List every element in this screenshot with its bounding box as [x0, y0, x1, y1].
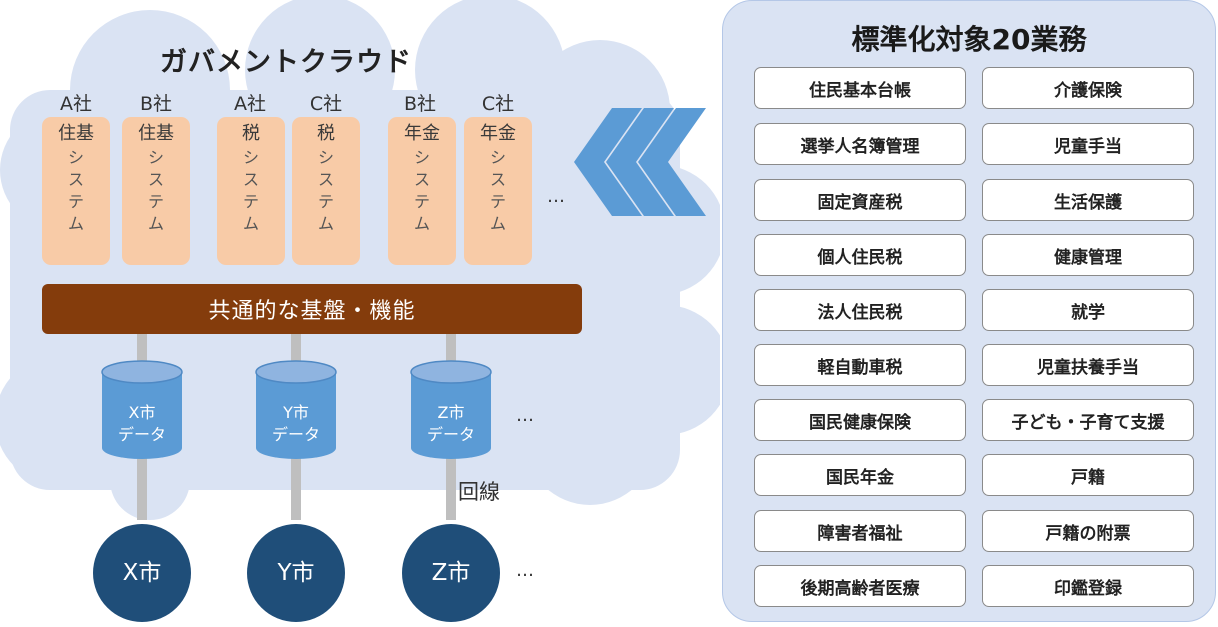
system-box: 住基 システム [122, 117, 190, 265]
system-suffix: システム [489, 148, 506, 233]
task-item: 障害者福祉 [754, 510, 966, 552]
task-item: 児童手当 [982, 123, 1194, 165]
database-city: Z市 [437, 403, 465, 422]
common-platform-bar: 共通的な基盤・機能 [42, 284, 582, 334]
system-suffix: システム [242, 148, 259, 233]
company-label: B社 [139, 93, 173, 115]
task-item: 国民年金 [754, 454, 966, 496]
system-name: 年金 [404, 123, 440, 144]
task-item: 印鑑登録 [982, 565, 1194, 607]
task-item: 法人住民税 [754, 289, 966, 331]
database-label-y: Y市 データ [254, 402, 338, 446]
database-x [101, 360, 183, 459]
system-box: 住基 システム [42, 117, 110, 265]
system-name: 税 [317, 123, 335, 144]
system-suffix: システム [147, 148, 164, 233]
system-suffix: システム [413, 148, 430, 233]
panel-title: 標準化対象20業務 [851, 23, 1087, 56]
task-item: 児童扶養手当 [982, 344, 1194, 386]
company-label: B社 [403, 93, 437, 115]
company-label: C社 [481, 93, 515, 115]
database-label-x: X市 データ [100, 402, 184, 446]
task-item: 就学 [982, 289, 1194, 331]
database-text: データ [117, 425, 166, 444]
system-box: 税 システム [292, 117, 360, 265]
database-city: Y市 [283, 403, 309, 422]
database-ellipsis: … [516, 405, 534, 426]
task-item: 子ども・子育て支援 [982, 399, 1194, 441]
system-name: 税 [242, 123, 260, 144]
system-name: 住基 [138, 123, 174, 144]
task-item: 個人住民税 [754, 234, 966, 276]
database-y [255, 360, 337, 459]
task-item: 軽自動車税 [754, 344, 966, 386]
task-item: 国民健康保険 [754, 399, 966, 441]
system-suffix: システム [317, 148, 334, 233]
system-name: 住基 [58, 123, 94, 144]
task-item: 戸籍 [982, 454, 1194, 496]
company-label: A社 [60, 93, 92, 115]
city-ellipsis: … [516, 560, 534, 581]
city-circle-y [247, 524, 345, 622]
city-circle-z [402, 524, 500, 622]
city-circle-x [93, 524, 191, 622]
city-circles [93, 524, 500, 622]
company-label: A社 [234, 93, 266, 115]
system-box: 年金 システム [388, 117, 456, 265]
company-label: C社 [309, 93, 343, 115]
systems-ellipsis: … [547, 186, 565, 207]
line-label: 回線 [458, 480, 500, 504]
task-item: 後期高齢者医療 [754, 565, 966, 607]
task-item: 生活保護 [982, 179, 1194, 221]
database-z [410, 360, 492, 459]
task-item: 固定資産税 [754, 179, 966, 221]
city-label-x: X市 [122, 560, 162, 586]
system-box: 税 システム [217, 117, 285, 265]
system-name: 年金 [480, 123, 516, 144]
system-suffix: システム [67, 148, 84, 233]
database-city: X市 [128, 403, 156, 422]
task-item: 介護保険 [982, 67, 1194, 109]
database-label-z: Z市 データ [409, 402, 493, 446]
task-item: 健康管理 [982, 234, 1194, 276]
database-text: データ [271, 425, 320, 444]
database-cylinders [101, 360, 492, 459]
database-text: データ [426, 425, 475, 444]
city-label-z: Z市 [431, 560, 471, 586]
task-item: 戸籍の附票 [982, 510, 1194, 552]
city-label-y: Y市 [277, 560, 315, 586]
chevron-arrows-icon [574, 108, 706, 216]
cloud-title: ガバメントクラウド [160, 47, 412, 78]
task-item: 選挙人名簿管理 [754, 123, 966, 165]
task-item: 住民基本台帳 [754, 67, 966, 109]
system-box: 年金 システム [464, 117, 532, 265]
